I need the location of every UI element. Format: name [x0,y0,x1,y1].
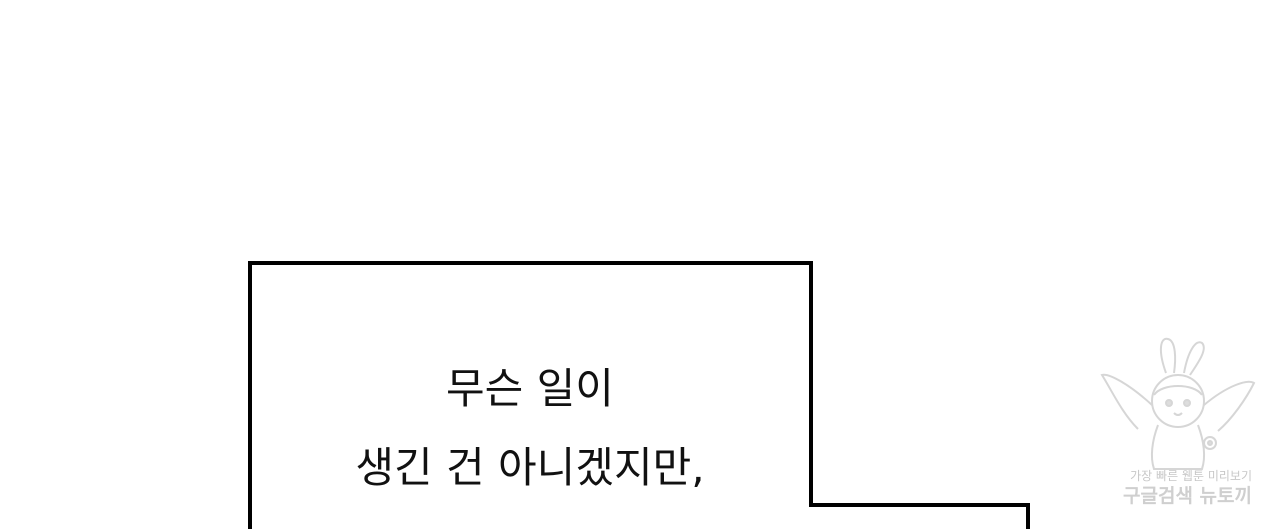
watermark: 가장 빠른 웹툰 미리보기 구글검색 뉴토끼 [1098,333,1258,507]
watermark-tagline: 가장 빠른 웹툰 미리보기 [1130,469,1252,483]
caption-line-2: 생긴 건 아니겠지만, [355,443,705,492]
rabbit-mascot-icon [1100,337,1256,470]
caption-line-1: 무슨 일이 [446,364,614,413]
watermark-site-name: 구글검색 뉴토끼 [1123,485,1252,507]
